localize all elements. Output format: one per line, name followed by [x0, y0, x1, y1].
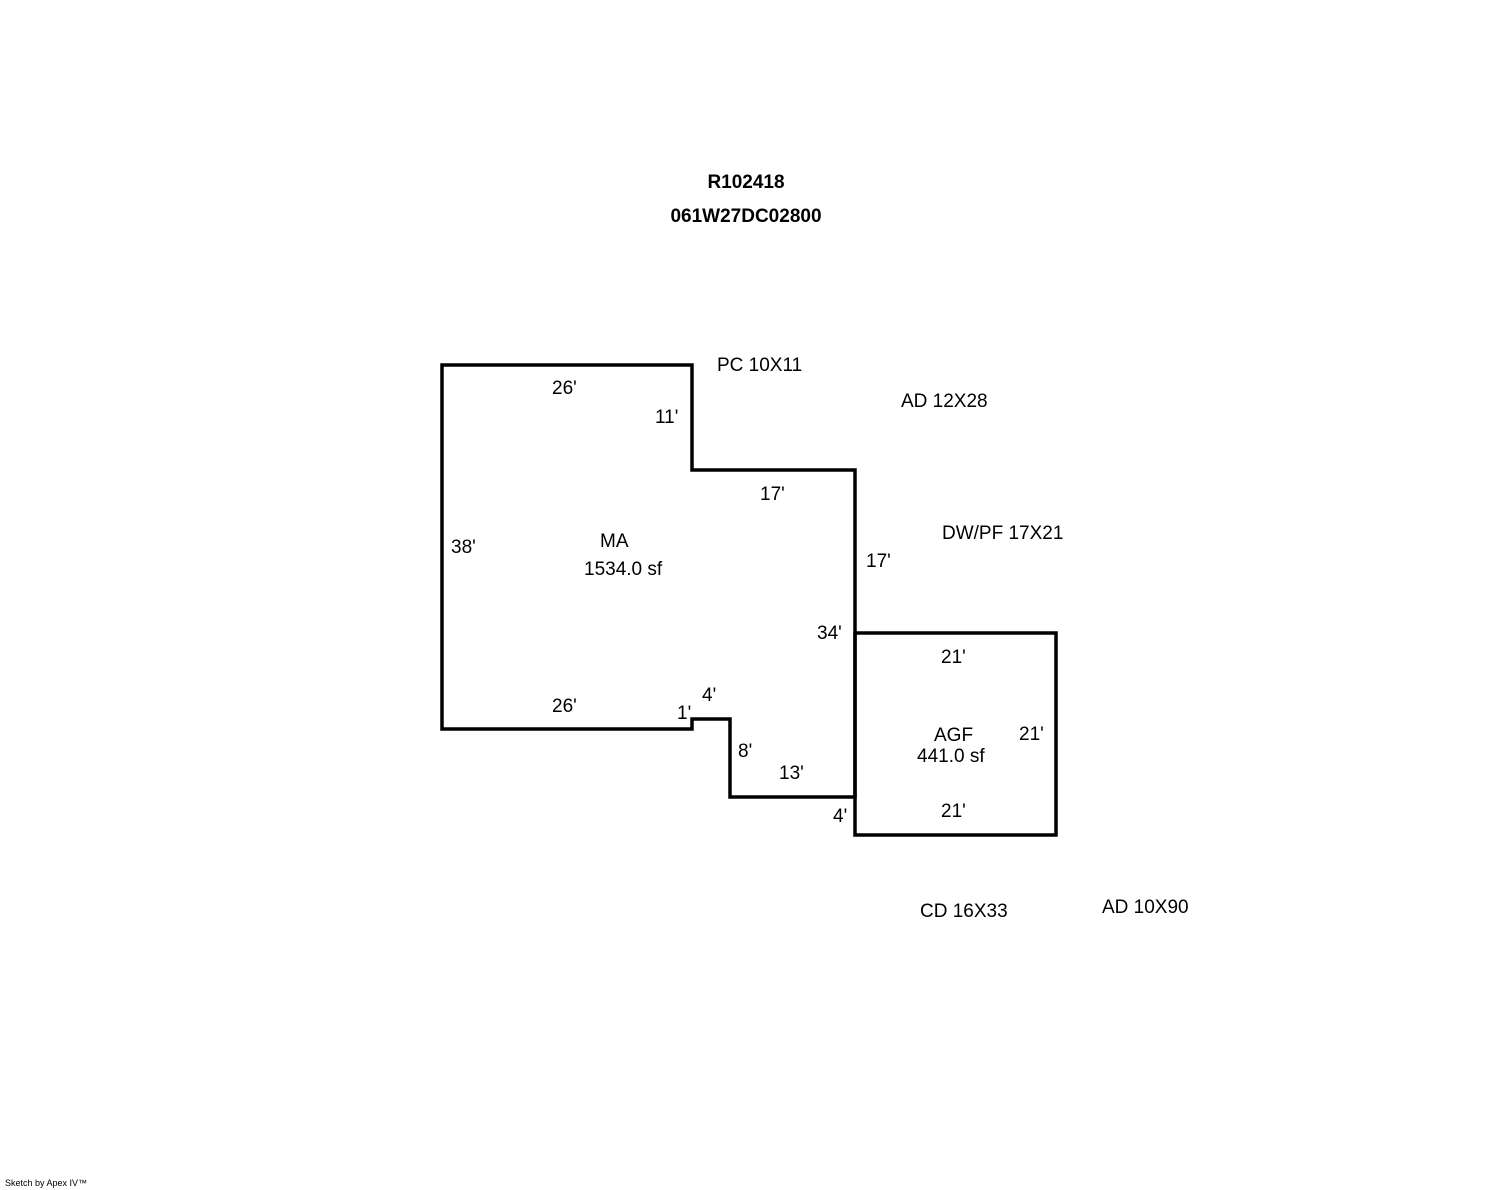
annotation-cd: CD 16X33	[920, 901, 1008, 922]
sketch-credit: Sketch by Apex IV™	[5, 1178, 88, 1188]
dim-step-13: 13'	[779, 763, 804, 784]
dim-agf-top: 21'	[941, 647, 966, 668]
dim-agf-right: 21'	[1019, 724, 1044, 745]
dim-step-8: 8'	[738, 741, 753, 762]
main-area-size: 1534.0 sf	[584, 559, 663, 580]
main-area-code: MA	[600, 531, 629, 552]
dim-ma-mid-top: 17'	[760, 484, 785, 505]
main-area-outline	[440, 363, 857, 799]
dim-step-4: 4'	[702, 685, 717, 706]
dim-step-1: 1'	[677, 703, 692, 724]
parcel-id: R102418	[707, 172, 785, 193]
dim-ma-notch: 11'	[655, 407, 679, 428]
dim-agf-bottom: 21'	[941, 801, 966, 822]
dim-ma-right: 34'	[817, 623, 842, 644]
dim-ma-right-upper: 17'	[866, 551, 891, 572]
dim-step-4b: 4'	[833, 806, 848, 827]
annotation-ad-1: AD 12X28	[901, 391, 988, 412]
garage-code: AGF	[934, 725, 974, 746]
annotation-pc: PC 10X11	[717, 355, 803, 376]
garage-size: 441.0 sf	[917, 746, 985, 767]
dim-ma-bottom: 26'	[552, 696, 577, 717]
annotation-dwpf: DW/PF 17X21	[942, 523, 1064, 544]
garage-outline	[853, 631, 1058, 837]
dim-ma-top: 26'	[552, 378, 577, 399]
annotation-ad-2: AD 10X90	[1102, 897, 1189, 918]
map-number: 061W27DC02800	[670, 206, 822, 227]
dim-ma-left: 38'	[451, 537, 476, 558]
